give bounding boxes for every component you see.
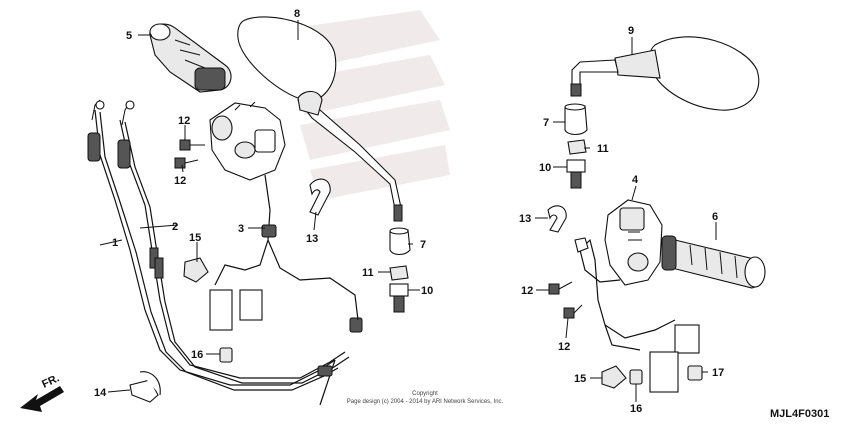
callout-4: 4 [632,174,639,186]
nut-left-part[interactable] [389,265,409,281]
right-switch-harness-part[interactable] [579,238,700,393]
left-switch-harness-part[interactable] [209,174,359,331]
clip-15-left-part[interactable] [183,257,209,283]
callout-5: 5 [126,30,132,42]
bolt-12-upper-left-part[interactable] [179,139,205,151]
clip-16-left-part[interactable] [219,347,233,363]
cable-clamp-left-part[interactable] [309,178,331,216]
right-switch-housing-part[interactable] [604,199,663,286]
callout-12-right-lower: 12 [558,341,570,353]
callout-7-left: 7 [420,239,426,251]
callout-13-right: 13 [519,213,531,225]
adapter-right-part[interactable] [566,159,586,189]
left-mirror-part[interactable] [237,16,403,222]
copyright-notice: Copyright Page design (c) 2004 - 2014 by… [347,391,504,405]
copyright-line-2: Page design (c) 2004 - 2014 by ARI Netwo… [347,399,504,405]
callout-13-left: 13 [306,233,318,245]
leader-lines [99,20,717,402]
bolt-12-lower-left-part[interactable] [174,157,199,169]
callout-10-right: 10 [539,162,551,174]
bolt-12-right-upper-part[interactable] [548,281,573,295]
clip-15-right-part[interactable] [601,365,627,389]
callout-9: 9 [628,25,634,37]
diagram-code: MJL4F0301 [770,408,829,420]
throttle-cables-part[interactable] [87,99,363,406]
callout-10-left: 10 [421,285,433,297]
right-mirror-part[interactable] [570,36,760,111]
cable-band-part[interactable] [129,371,161,403]
callout-12-lower-left: 12 [174,175,186,187]
callout-11-right: 11 [597,143,609,155]
callout-16-right: 16 [630,403,642,415]
callout-16-left: 16 [191,349,203,361]
adapter-left-part[interactable] [389,283,409,313]
callout-14: 14 [94,387,107,399]
mirror-collar-left-part[interactable] [389,227,411,256]
cable-clamp-right-part[interactable] [547,205,589,253]
callout-2: 2 [172,221,178,233]
clip-17-part[interactable] [687,365,703,381]
front-direction-arrow: FR. [20,372,64,412]
nut-right-part[interactable] [567,139,587,155]
callout-labels: 1 2 3 4 5 6 7 7 8 9 10 10 11 11 12 12 12… [94,8,724,415]
callout-17: 17 [712,367,724,379]
mirror-collar-right-part[interactable] [564,103,588,136]
left-grip-part[interactable] [149,23,232,93]
clip-16-right-part[interactable] [629,369,643,385]
callout-11-left: 11 [362,267,374,279]
callout-15-left: 15 [189,232,201,244]
callout-12-right-upper: 12 [521,285,533,297]
callout-8: 8 [294,8,300,20]
right-grip-part[interactable] [661,235,766,289]
callout-6: 6 [712,211,718,223]
callout-12-upper-left: 12 [178,115,190,127]
bolt-12-right-lower-part[interactable] [563,304,583,319]
left-switch-housing-part[interactable] [209,101,286,181]
copyright-line-1: Copyright [412,391,438,397]
callout-1: 1 [112,237,118,249]
callout-7-right: 7 [543,117,549,129]
callout-15-right: 15 [574,373,586,385]
callout-3: 3 [238,223,244,235]
